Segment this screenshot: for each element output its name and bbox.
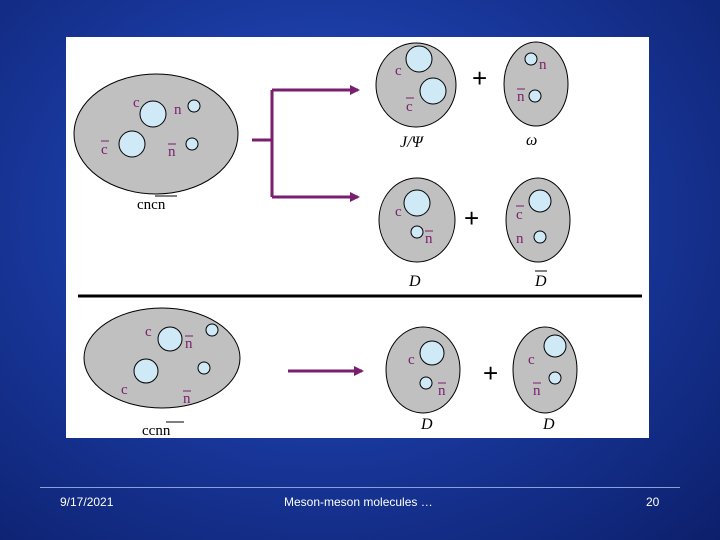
dbar-lower-label-c: c <box>528 352 535 368</box>
dbar-lower-label-nbar: n <box>533 383 541 399</box>
jpsi-label-cbar: c <box>406 99 413 115</box>
omega-n-sphere <box>524 52 538 66</box>
dbar-upper-blob <box>505 177 571 263</box>
quark-n-sphere <box>187 99 201 113</box>
label-ccnn: ccnn <box>142 423 171 438</box>
quark-nbar-sphere <box>185 137 199 151</box>
plus-upper: + <box>472 63 487 93</box>
bottom-nbar1-sphere <box>205 323 219 337</box>
omega-label: ω <box>526 132 537 149</box>
omega-nbar-sphere <box>528 89 542 103</box>
label-cbar: c <box>101 142 108 158</box>
dbar-upper-n-sphere <box>533 230 547 244</box>
d-upper-label-nbar: n <box>425 231 433 247</box>
bottom-label-c1: c <box>145 324 152 340</box>
footer-divider <box>40 487 680 488</box>
bottom-label-nbar2: n <box>183 391 191 407</box>
top-molecule-blob <box>73 73 239 195</box>
dbar-lower-c-sphere <box>543 334 567 358</box>
jpsi-label: J/Ψ <box>400 134 425 151</box>
bottom-label-c2: c <box>121 382 128 398</box>
label-nbar: n <box>168 144 176 160</box>
bottom-nbar2-sphere <box>197 361 211 375</box>
dbar-lower-label: D <box>542 416 555 433</box>
d-upper-label: D <box>408 273 421 290</box>
jpsi-cbar-sphere <box>419 77 447 105</box>
dbar-upper-label: D <box>534 273 547 290</box>
jpsi-label-c: c <box>395 63 402 79</box>
dbar-upper-label-cbar: c <box>516 207 523 223</box>
d-lower-blob <box>385 326 461 414</box>
label-n: n <box>174 102 182 118</box>
bottom-label-nbar1: n <box>185 336 193 352</box>
omega-label-nbar: n <box>517 89 525 105</box>
d-lower-label: D <box>420 416 433 433</box>
dbar-upper-label-n: n <box>516 231 524 247</box>
omega-label-n: n <box>539 57 547 73</box>
d-upper-c-sphere <box>403 189 431 217</box>
footer-page-number: 20 <box>646 495 660 509</box>
plus-middle: + <box>464 203 479 233</box>
d-upper-label-c: c <box>395 204 402 220</box>
label-c: c <box>133 95 140 111</box>
d-upper-nbar-sphere <box>410 225 424 239</box>
jpsi-blob <box>375 42 457 128</box>
d-lower-c-sphere <box>419 340 445 366</box>
quark-c-sphere <box>139 100 167 128</box>
jpsi-c-sphere <box>405 45 433 73</box>
footer-title: Meson-meson molecules … <box>284 495 433 509</box>
dbar-lower-blob <box>512 326 578 414</box>
d-lower-label-nbar: n <box>438 383 446 399</box>
diagram: c n c n cncn c c J/Ψ + n n ω c n D + c n… <box>73 41 642 438</box>
label-cncn: cncn <box>137 197 166 213</box>
d-lower-nbar-sphere <box>419 376 433 390</box>
quark-cbar-sphere <box>118 130 146 158</box>
plus-lower: + <box>483 358 498 388</box>
dbar-upper-cbar-sphere <box>528 189 552 213</box>
d-lower-label-c: c <box>408 352 415 368</box>
bottom-c1-sphere <box>157 326 183 352</box>
footer-date: 9/17/2021 <box>60 495 114 509</box>
omega-blob <box>503 41 569 127</box>
dbar-lower-nbar-sphere <box>548 371 562 385</box>
bottom-molecule-blob <box>83 307 241 409</box>
d-upper-blob <box>378 177 456 263</box>
bottom-c2-sphere <box>133 358 159 384</box>
slide-panel: c n c n cncn c c J/Ψ + n n ω c n D + c n… <box>66 37 649 438</box>
